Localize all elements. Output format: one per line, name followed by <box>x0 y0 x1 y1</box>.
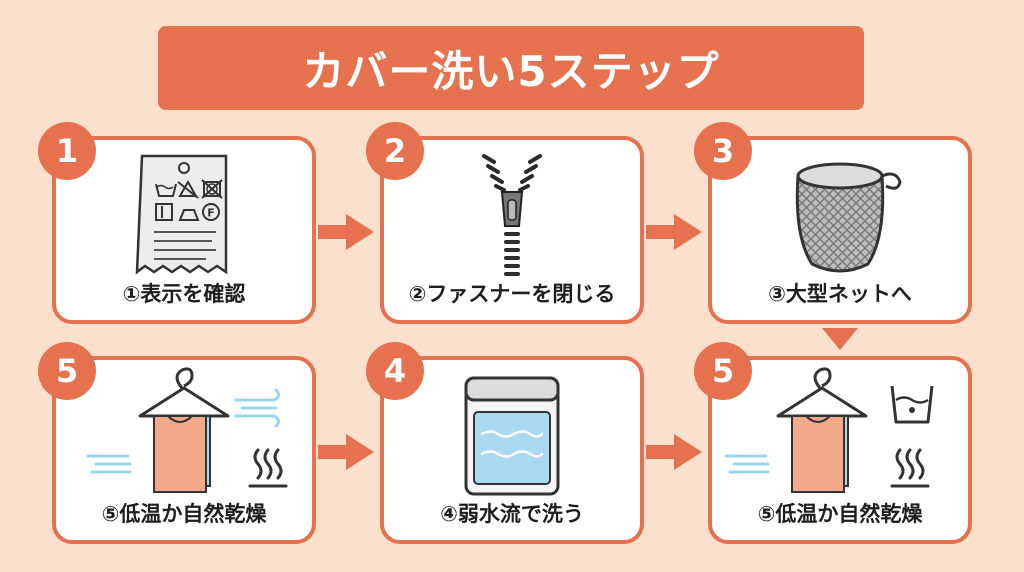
laundry-net-icon <box>795 162 902 273</box>
arrow-right-icon <box>646 214 702 250</box>
step-number-badge: 4 <box>366 342 424 400</box>
step-card-3: ③大型ネットへ <box>708 136 972 324</box>
step-5-label: ④弱水流で洗う <box>440 502 584 526</box>
care-label-tag-icon: F <box>135 154 228 275</box>
step-number-badge: 2 <box>366 122 424 180</box>
step-card-1: F ①表示を確認 <box>52 136 316 324</box>
step-card-6: ⑤低温か自然乾燥 <box>708 356 972 544</box>
step-6-label: ⑤低温か自然乾燥 <box>757 502 923 526</box>
step-number-badge: 5 <box>694 342 752 400</box>
step-number-badge: 5 <box>38 342 96 400</box>
step-1-label: ①表示を確認 <box>122 282 246 306</box>
step-2-label: ②ファスナーを閉じる <box>408 282 616 306</box>
step-card-4: ⑤低温か自然乾燥 <box>52 356 316 544</box>
arrow-down-icon <box>822 328 858 350</box>
arrow-right-icon <box>318 214 374 250</box>
arrow-right-icon <box>318 434 374 470</box>
page-title: カバー洗い5ステップ <box>302 46 720 96</box>
step-number-badge: 1 <box>38 122 96 180</box>
hanger-dry-low-temp-icon <box>724 367 934 493</box>
zipper-icon <box>482 154 542 276</box>
title-banner: カバー洗い5ステップ <box>158 26 864 110</box>
step-card-2: ②ファスナーを閉じる <box>380 136 644 324</box>
step-number-badge: 3 <box>694 122 752 180</box>
washing-machine-icon <box>464 376 560 496</box>
step-4-label: ⑤低温か自然乾燥 <box>101 502 267 526</box>
step-card-5: ④弱水流で洗う <box>380 356 644 544</box>
svg-text:F: F <box>207 207 215 220</box>
step-3-label: ③大型ネットへ <box>768 282 912 306</box>
hanger-dry-icon <box>86 367 288 493</box>
arrow-right-icon <box>646 434 702 470</box>
